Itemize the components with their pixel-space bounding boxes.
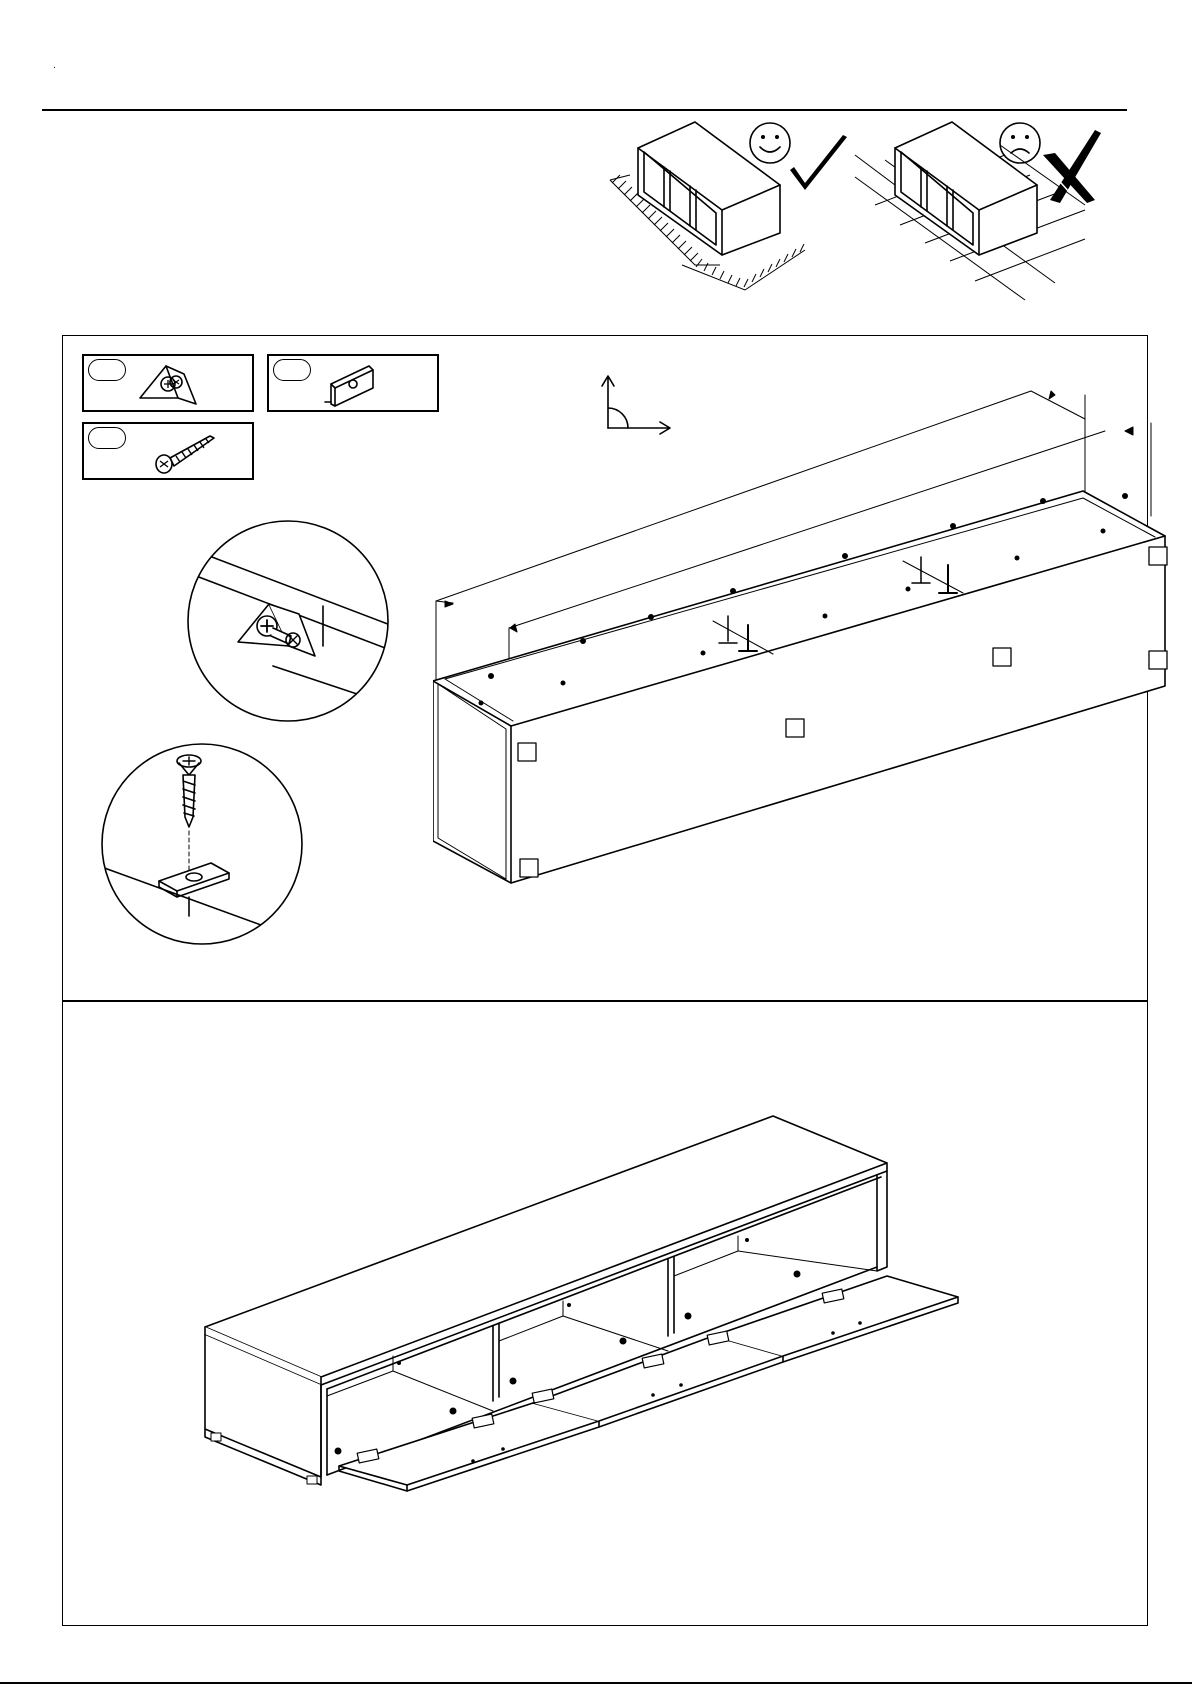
good-surface-illustration — [610, 122, 847, 290]
corner-bracket-detail — [183, 516, 393, 726]
mounting-plate-icon — [323, 360, 393, 410]
wood-screw-icon — [152, 428, 222, 478]
part-badge — [88, 359, 126, 381]
screw-plate-detail — [99, 741, 305, 947]
assembled-cabinet-illustration — [203, 1111, 1003, 1531]
part-badge — [88, 427, 126, 449]
part-box-corner-bracket — [82, 354, 254, 412]
step1-cabinet-illustration — [433, 371, 1192, 891]
step1-panel — [62, 335, 1148, 1002]
smiley-face-icon — [750, 123, 790, 163]
part-box-mounting-plate — [267, 354, 439, 412]
surface-guidance — [600, 115, 1120, 305]
corner-bracket-icon — [138, 360, 198, 410]
sad-face-icon — [1000, 123, 1040, 163]
check-mark-icon — [790, 135, 847, 190]
footer-rule — [0, 1682, 1192, 1684]
bad-surface-illustration — [855, 122, 1101, 300]
header-rule — [42, 109, 1127, 111]
part-box-wood-screw — [82, 422, 254, 480]
page-dot: . — [53, 60, 56, 71]
cross-mark-icon — [1043, 130, 1101, 203]
part-badge — [273, 359, 311, 381]
step2-panel — [62, 1000, 1148, 1626]
